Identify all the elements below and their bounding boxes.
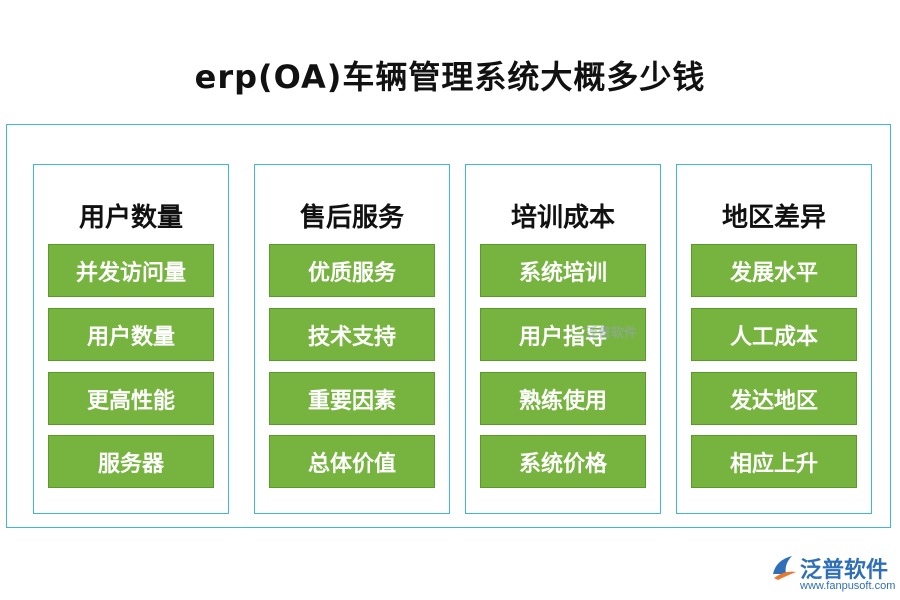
diagram-title: erp(OA)车辆管理系统大概多少钱 [194, 58, 706, 96]
item-box: 总体价值 [269, 435, 435, 488]
item-box: 人工成本 [691, 308, 857, 361]
column-heading: 售后服务 [299, 203, 404, 233]
column-training-cost: 培训成本 系统培训 用户指导 熟练使用 系统价格 [465, 164, 661, 514]
column-heading: 地区差异 [721, 203, 826, 233]
column-after-sales: 售后服务 优质服务 技术支持 重要因素 总体价值 [254, 164, 450, 514]
brand-name: 泛普软件 [800, 558, 889, 583]
item-box: 并发访问量 [48, 244, 214, 297]
brand-logo: 泛普软件 www.fanpusoft.com [770, 550, 895, 598]
item-box: 服务器 [48, 435, 214, 488]
item-box: 发展水平 [691, 244, 857, 297]
item-box: 更高性能 [48, 372, 214, 425]
item-box: 用户数量 [48, 308, 214, 361]
watermark: 泛普软件 [585, 326, 638, 341]
item-box: 熟练使用 [480, 372, 646, 425]
column-regional-difference: 地区差异 发展水平 人工成本 发达地区 相应上升 [676, 164, 872, 514]
item-box: 技术支持 [269, 308, 435, 361]
item-box: 相应上升 [691, 435, 857, 488]
fanpu-logo-icon [773, 556, 796, 580]
item-box: 系统价格 [480, 435, 646, 488]
item-box: 发达地区 [691, 372, 857, 425]
item-box: 系统培训 [480, 244, 646, 297]
outer-frame [6, 124, 891, 528]
item-box: 用户指导 [480, 308, 646, 361]
column-heading: 培训成本 [510, 203, 615, 233]
column-user-count: 用户数量 并发访问量 用户数量 更高性能 服务器 [33, 164, 229, 514]
item-box: 优质服务 [269, 244, 435, 297]
item-box: 重要因素 [269, 372, 435, 425]
brand-url: www.fanpusoft.com [800, 580, 896, 592]
column-heading: 用户数量 [78, 203, 183, 233]
